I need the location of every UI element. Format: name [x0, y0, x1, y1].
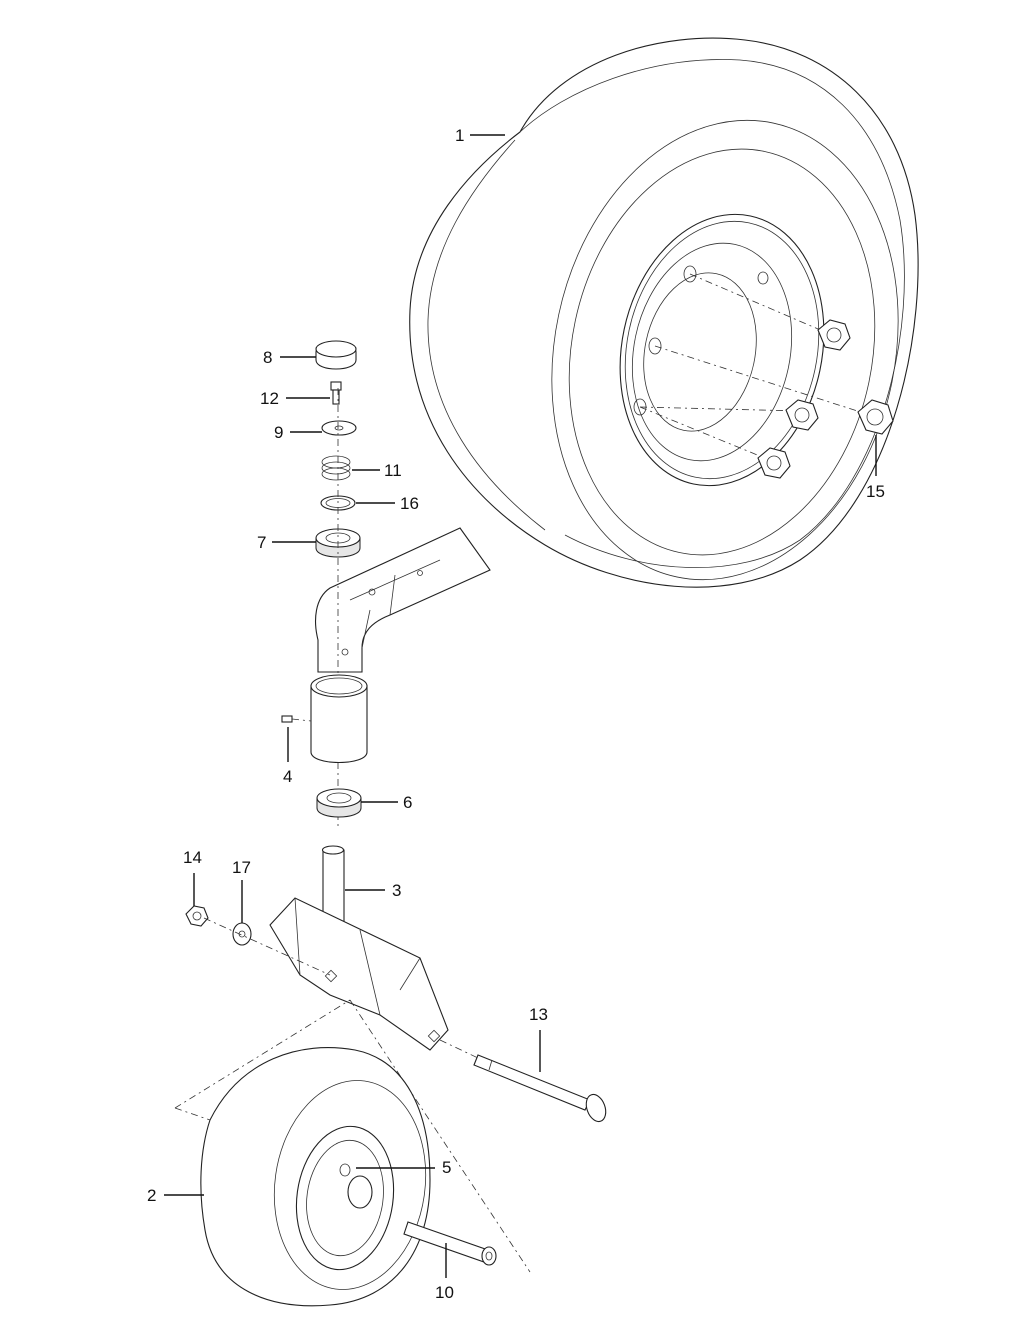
callout-5: 5 [442, 1158, 451, 1177]
washer-17 [232, 922, 252, 946]
lug-nut [817, 319, 851, 351]
grease-fitting-4 [281, 715, 312, 723]
callout-2: 2 [147, 1186, 156, 1205]
callout-3: 3 [392, 881, 401, 900]
drive-wheel-assembly [409, 37, 919, 588]
callout-6: 6 [403, 793, 412, 812]
caster-frame-arm [315, 527, 491, 673]
callout-10: 10 [435, 1283, 454, 1302]
callout-labels: 1 2 3 4 5 6 7 8 9 10 11 12 13 14 15 16 1… [147, 126, 885, 1302]
callout-1: 1 [455, 126, 464, 145]
bolt-12 [330, 381, 342, 405]
lock-nut-14 [185, 905, 209, 927]
callout-11: 11 [384, 461, 402, 480]
dust-cap-8 [315, 340, 357, 370]
bearing-6 [316, 788, 362, 818]
axle-bolt-13 [439, 1039, 607, 1123]
callout-7: 7 [257, 533, 266, 552]
callout-9: 9 [274, 423, 283, 442]
callout-4: 4 [283, 767, 292, 786]
lug-nut [785, 399, 819, 431]
callout-17: 17 [232, 858, 251, 877]
caster-wheel-2 [174, 999, 531, 1307]
lug-nut [757, 447, 791, 479]
caster-yoke-3 [269, 845, 449, 1051]
washer-9 [321, 420, 357, 436]
callout-13: 13 [529, 1005, 548, 1024]
callout-12: 12 [260, 389, 279, 408]
callout-8: 8 [263, 348, 272, 367]
spring-11 [321, 455, 351, 481]
callout-15: 15 [866, 482, 885, 501]
lug-nut-15 [857, 399, 894, 435]
spacer-tube-10 [403, 1221, 497, 1266]
pivot-tube [310, 674, 368, 764]
callout-16: 16 [400, 494, 419, 513]
leader-lines [164, 134, 877, 1278]
callout-14: 14 [183, 848, 202, 867]
